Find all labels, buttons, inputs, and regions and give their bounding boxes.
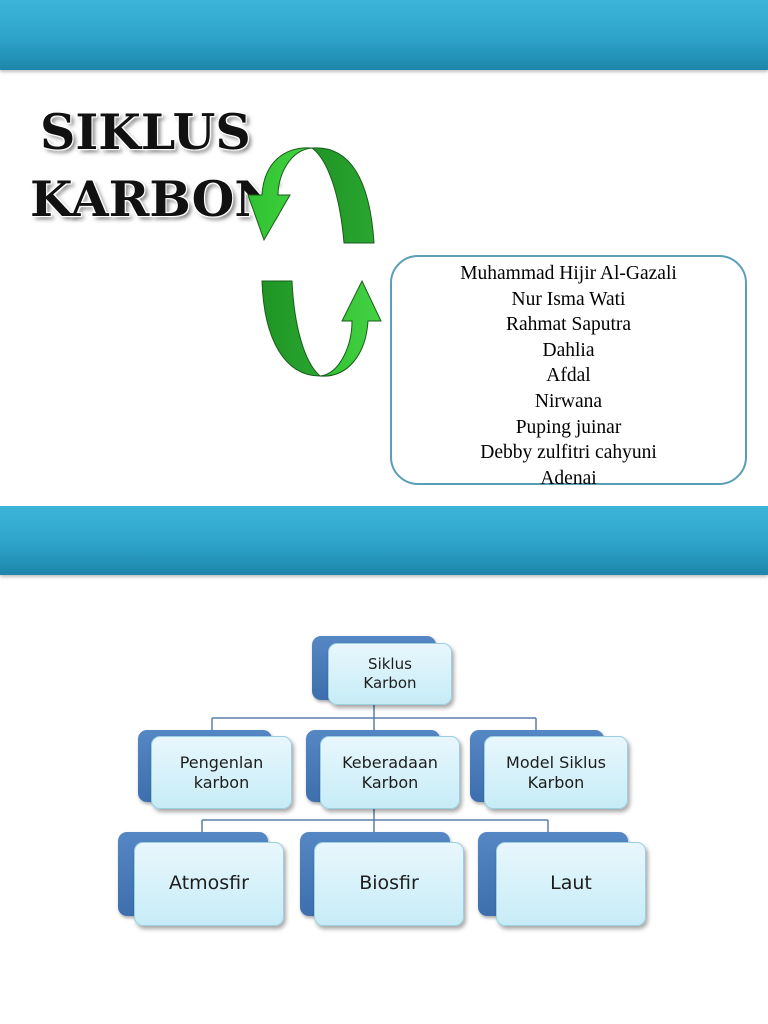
team-members-list: Muhammad Hijir Al-Gazali Nur Isma Wati R…: [392, 261, 745, 491]
header-band-top: [0, 0, 768, 70]
node-label: Model Siklus Karbon: [484, 736, 628, 809]
member-name: Rahmat Saputra: [505, 314, 632, 336]
arrow-top-back: [310, 147, 375, 244]
node-label: Atmosfir: [134, 842, 284, 926]
header-band-second-slide: [0, 506, 768, 575]
node-label: Laut: [496, 842, 646, 926]
node-label: Pengenlan karbon: [151, 736, 292, 809]
member-name: Adenai: [540, 467, 597, 489]
title-line-2: KARBON: [30, 170, 280, 228]
member-name: Muhammad Hijir Al-Gazali: [460, 263, 677, 284]
member-name: Nirwana: [534, 390, 603, 412]
member-name: Nur Isma Wati: [511, 288, 626, 310]
team-members-box: Muhammad Hijir Al-Gazali Nur Isma Wati R…: [390, 255, 747, 489]
member-name: Dahlia: [542, 339, 595, 361]
node-label: Siklus Karbon: [328, 643, 452, 705]
arrow-bottom-front: [319, 279, 382, 377]
node-label: Biosfir: [314, 842, 464, 926]
title-line-1: SIKLUS: [40, 103, 251, 161]
member-name: Afdal: [546, 365, 591, 387]
arrow-top-front: [247, 147, 313, 242]
recycle-arrows-icon: [247, 147, 382, 377]
node-label: Keberadaan Karbon: [320, 736, 460, 809]
member-name: Puping juinar: [515, 416, 622, 438]
member-name: Debby zulfitri cahyuni: [480, 442, 657, 464]
